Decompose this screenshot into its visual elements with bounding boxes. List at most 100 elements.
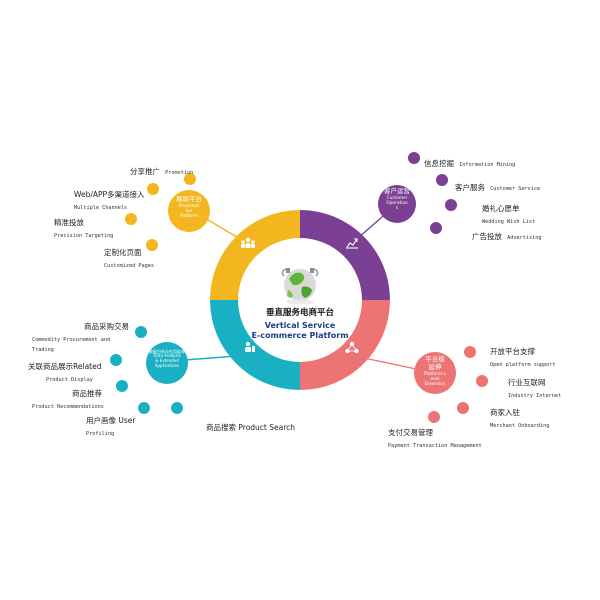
node-presentation-cn: 展现平台	[176, 195, 202, 203]
node-platform: 平台级 延伸 Platform-L evel Extension	[414, 355, 456, 387]
hub-subtitle-line2: E-commerce Platform	[251, 331, 349, 340]
item-cn: 开放平台支撑	[490, 347, 535, 356]
presentation-item-dot	[147, 183, 159, 195]
item-cn: Web/APP多渠道接入	[74, 190, 145, 199]
item-en: Multiple Channels	[74, 205, 128, 211]
network-icon	[345, 341, 359, 354]
item-cn: 分享推广	[130, 167, 160, 176]
item-en: Payment Transaction Management	[388, 443, 482, 449]
presentation-item-1: 分享推广 Promotion	[130, 159, 193, 179]
item-en: Industry Internet	[508, 393, 562, 399]
platform-item-dot	[464, 346, 476, 358]
node-data-en1: Data Analysis	[153, 353, 181, 359]
customer-item-dot	[430, 222, 442, 234]
platform-item-2: 行业互联网 Industry Internet	[508, 370, 561, 400]
customer-item-1: 信息挖掘 Information Mining	[424, 151, 515, 171]
customer-item-dot	[436, 174, 448, 186]
item-cn: 客户服务	[455, 183, 485, 192]
node-platform-en3: Extension	[424, 381, 446, 387]
item-en: Advertising	[507, 235, 542, 241]
item-cn: 精准投放	[54, 218, 84, 227]
item-cn: 商品搜索 Product Search	[206, 423, 296, 432]
item-cn: 支付交易管理	[388, 428, 433, 437]
item-cn: 广告投放	[472, 232, 502, 241]
item-cn: 用户画像 User	[86, 416, 136, 425]
hub-subtitle-line1: Vertical Service	[264, 321, 336, 330]
data-item-4: 用户画像 User Profiling	[86, 408, 135, 438]
item-en: Product Display	[46, 377, 93, 383]
item-en: Precision Targeting	[54, 233, 114, 239]
hub-subtitle: Vertical Service E-commerce Platform	[246, 321, 354, 341]
customer-item-dot	[445, 199, 457, 211]
item-cn: 信息挖掘	[424, 159, 454, 168]
platform-item-3: 商家入驻 Merchant Onboarding	[490, 400, 549, 430]
item-en: Customized Pages	[104, 263, 154, 269]
presentation-item-2: Web/APP多渠道接入 Multiple Channels	[74, 182, 145, 212]
user-data-icon	[245, 341, 255, 352]
item-en: Customer Service	[490, 186, 541, 192]
node-data-circle	[146, 342, 188, 384]
node-platform-cn2: 延伸	[428, 362, 442, 371]
growth-chart-icon	[346, 238, 358, 249]
globe-icon	[281, 268, 319, 305]
platform-item-1: 开放平台支撑 Open platform support	[490, 339, 556, 369]
node-platform-circle	[414, 352, 456, 394]
item-cn: 婚礼心愿单	[482, 204, 520, 213]
item-en: Product Recommendations	[32, 404, 104, 410]
item-en: Profiling	[86, 431, 115, 437]
item-cn: 关联商品展示Related	[28, 362, 102, 371]
data-item-dot	[135, 326, 147, 338]
data-item-5: 商品搜索 Product Search	[206, 415, 295, 435]
presentation-item-dot	[146, 239, 158, 251]
node-customer-circle	[378, 185, 416, 223]
people-icon	[241, 237, 255, 248]
node-presentation-en3: Platform	[179, 214, 199, 220]
data-item-dot	[110, 354, 122, 366]
customer-item-4: 广告投放 Advertising	[472, 224, 541, 244]
platform-item-4: 支付交易管理 Payment Transaction Management	[388, 420, 482, 450]
item-en: Information Mining	[459, 162, 516, 168]
platform-item-dot	[457, 402, 469, 414]
data-item-2: 关联商品展示Related Product Display	[28, 354, 101, 384]
node-customer-en3: s	[395, 206, 399, 212]
item-en: Open platform support	[490, 362, 556, 368]
presentation-item-dot	[184, 173, 196, 185]
data-item-1: 商品采购交易 Commodity Procurement and Trading	[32, 314, 129, 353]
customer-item-dot	[408, 152, 420, 164]
presentation-item-4: 定制化页面 Customized Pages	[104, 240, 154, 270]
node-data: 数据分析&应用延伸 Data Analysis & Extended Appli…	[146, 349, 188, 368]
item-en: Commodity Procurement and	[32, 337, 111, 343]
item-en: Trading	[32, 346, 54, 353]
node-platform-cn: 平台级	[425, 355, 445, 363]
presentation-item-3: 精准投放 Precision Targeting	[54, 210, 113, 240]
node-presentation-circle	[168, 190, 210, 232]
platform-item-dot	[476, 375, 488, 387]
node-customer-cn: 客户运营	[384, 187, 410, 195]
node-presentation-en2: ion	[185, 208, 193, 214]
presentation-item-dot	[125, 213, 137, 225]
hub-title: 垂直服务电商平台	[265, 308, 334, 318]
node-customer-en2: Operation	[386, 200, 408, 206]
customer-item-2: 客户服务 Customer Service	[455, 175, 540, 195]
node-customer-en1: Customer	[386, 195, 408, 201]
data-item-dot	[116, 380, 128, 392]
item-en: Merchant Onboarding	[490, 423, 550, 429]
item-cn: 商品采购交易	[84, 322, 129, 331]
node-data-cn: 数据分析&应用延伸	[148, 349, 186, 354]
node-platform-en2: evel	[430, 376, 440, 382]
node-presentation-en1: Presentat	[178, 203, 200, 209]
data-item-dot	[138, 402, 150, 414]
data-item-dot	[171, 402, 183, 414]
item-cn: 行业互联网	[508, 378, 546, 387]
platform-item-dot	[428, 411, 440, 423]
node-customer: 客户运营 Customer Operation s	[378, 187, 416, 212]
item-en: Promotion	[165, 170, 194, 176]
node-data-en2: & Extended	[155, 357, 179, 363]
customer-item-3: 婚礼心愿单 Wedding Wish List	[482, 196, 535, 226]
item-cn: 商品推荐	[72, 389, 102, 398]
node-platform-en1: Platform-L	[423, 371, 447, 377]
item-cn: 商家入驻	[490, 408, 520, 417]
item-cn: 定制化页面	[104, 248, 142, 257]
